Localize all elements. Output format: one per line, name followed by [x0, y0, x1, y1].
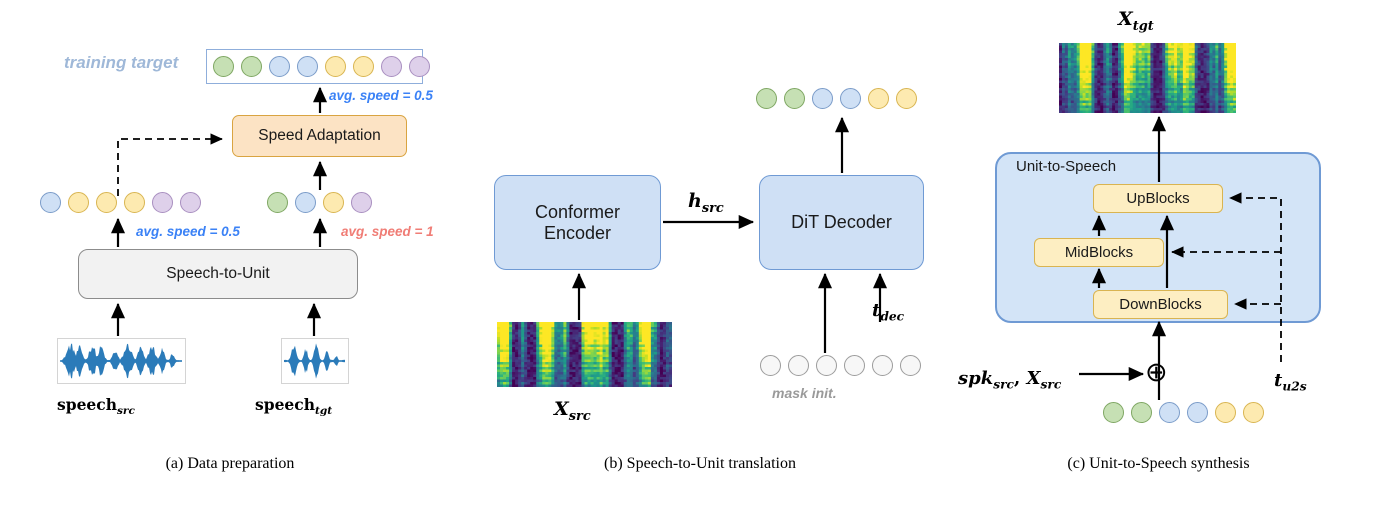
unit-to-speech-label: Unit-to-Speech — [1016, 158, 1117, 175]
t-dec-subscript: dec — [880, 309, 905, 324]
training-target-label: training target — [64, 53, 179, 72]
speech-to-unit-box[interactable]: Speech-to-Unit — [78, 249, 358, 299]
mask-unit-3 — [844, 355, 865, 376]
spectrogram-src-image — [497, 322, 672, 387]
output-unit-3 — [840, 88, 861, 109]
src-unit-4 — [152, 192, 173, 213]
panel-data-preparation: training target avg. speed = 0.5 Speed A… — [0, 0, 460, 519]
t-u2s-text: t — [1274, 370, 1283, 391]
t-u2s-subscript: u2s — [1282, 379, 1307, 394]
speed-adaptation-box[interactable]: Speed Adaptation — [232, 115, 407, 157]
tgt-unit-1 — [295, 192, 316, 213]
t-dec-text: t — [872, 300, 881, 321]
speed-label-tgt: avg. speed = 1 — [341, 224, 434, 239]
plus-operator: ⊕ — [1145, 357, 1168, 387]
tgt-unit-2 — [323, 192, 344, 213]
mask-init-label: mask init. — [772, 385, 837, 401]
target-unit-4 — [325, 56, 346, 77]
conformer-encoder-line1: Conformer — [534, 201, 621, 222]
mask-init-units — [760, 355, 921, 376]
cond-comma: , — [1014, 368, 1027, 389]
speech-src-text: speech — [57, 395, 117, 414]
midblocks-box[interactable]: MidBlocks — [1034, 238, 1164, 267]
spectrogram-tgt-image — [1059, 43, 1236, 113]
waveform-tgt-image — [281, 338, 349, 384]
x-src-cond-subscript: src — [1040, 377, 1062, 392]
panel-unit-to-speech-synthesis: Xtgt Unit-to-Speech UpBlocks MidBlocks D… — [940, 0, 1377, 519]
training-target-units — [213, 56, 430, 77]
conformer-encoder-line2: Encoder — [543, 222, 612, 243]
speed-label-src: avg. speed = 0.5 — [136, 224, 240, 239]
speech-src-subscript: src — [117, 405, 135, 418]
spk-src-text: spk — [958, 368, 994, 389]
output-unit-5 — [896, 88, 917, 109]
x-src-label: Xsrc — [554, 398, 591, 424]
speech-tgt-label: speechtgt — [255, 395, 332, 417]
x-tgt-text: X — [1118, 8, 1133, 30]
src-unit-0 — [40, 192, 61, 213]
src-unit-2 — [96, 192, 117, 213]
downblocks-box[interactable]: DownBlocks — [1093, 290, 1228, 319]
mask-unit-2 — [816, 355, 837, 376]
caption-panel-a: (a) Data preparation — [165, 455, 295, 472]
mask-unit-5 — [900, 355, 921, 376]
tgt-unit-3 — [351, 192, 372, 213]
mask-unit-4 — [872, 355, 893, 376]
decoder-output-units — [756, 88, 917, 109]
speech-tgt-text: speech — [255, 395, 315, 414]
unit-input-row — [1103, 402, 1264, 423]
x-tgt-subscript: tgt — [1132, 18, 1154, 34]
target-unit-5 — [353, 56, 374, 77]
h-src-text: h — [688, 190, 702, 212]
x-src-cond-text: X — [1026, 368, 1041, 389]
t-dec-label: tdec — [872, 300, 904, 324]
upblocks-box[interactable]: UpBlocks — [1093, 184, 1223, 213]
target-unit-3 — [297, 56, 318, 77]
input-unit-0 — [1103, 402, 1124, 423]
input-unit-1 — [1131, 402, 1152, 423]
x-src-subscript: src — [568, 408, 591, 424]
h-src-subscript: src — [701, 200, 724, 216]
input-unit-5 — [1243, 402, 1264, 423]
speech-src-label: speechsrc — [57, 395, 135, 417]
mask-unit-0 — [760, 355, 781, 376]
x-src-text: X — [554, 398, 569, 420]
target-units-row — [267, 192, 372, 213]
h-src-label: hsrc — [688, 190, 724, 216]
target-unit-0 — [213, 56, 234, 77]
conditioning-label: spksrc, Xsrc — [958, 368, 1061, 392]
speech-tgt-subscript: tgt — [315, 405, 333, 418]
target-unit-7 — [409, 56, 430, 77]
x-tgt-label: Xtgt — [1118, 8, 1154, 34]
t-u2s-label: tu2s — [1274, 370, 1307, 394]
source-units-row — [40, 192, 201, 213]
src-unit-3 — [124, 192, 145, 213]
output-unit-2 — [812, 88, 833, 109]
spk-src-subscript: src — [993, 377, 1014, 392]
target-unit-2 — [269, 56, 290, 77]
input-unit-2 — [1159, 402, 1180, 423]
input-unit-4 — [1215, 402, 1236, 423]
panel-speech-to-unit-translation: Conformer Encoder DiT Decoder hsrc tdec … — [460, 0, 940, 519]
dit-decoder-box[interactable]: DiT Decoder — [759, 175, 924, 270]
input-unit-3 — [1187, 402, 1208, 423]
src-unit-1 — [68, 192, 89, 213]
caption-panel-c: (c) Unit-to-Speech synthesis — [1067, 455, 1250, 472]
output-unit-4 — [868, 88, 889, 109]
caption-panel-b: (b) Speech-to-Unit translation — [604, 455, 796, 472]
conformer-encoder-box[interactable]: Conformer Encoder — [494, 175, 661, 270]
speed-label-output: avg. speed = 0.5 — [329, 88, 433, 103]
output-unit-1 — [784, 88, 805, 109]
target-unit-1 — [241, 56, 262, 77]
waveform-src-image — [57, 338, 186, 384]
target-unit-6 — [381, 56, 402, 77]
mask-unit-1 — [788, 355, 809, 376]
tgt-unit-0 — [267, 192, 288, 213]
output-unit-0 — [756, 88, 777, 109]
src-unit-5 — [180, 192, 201, 213]
